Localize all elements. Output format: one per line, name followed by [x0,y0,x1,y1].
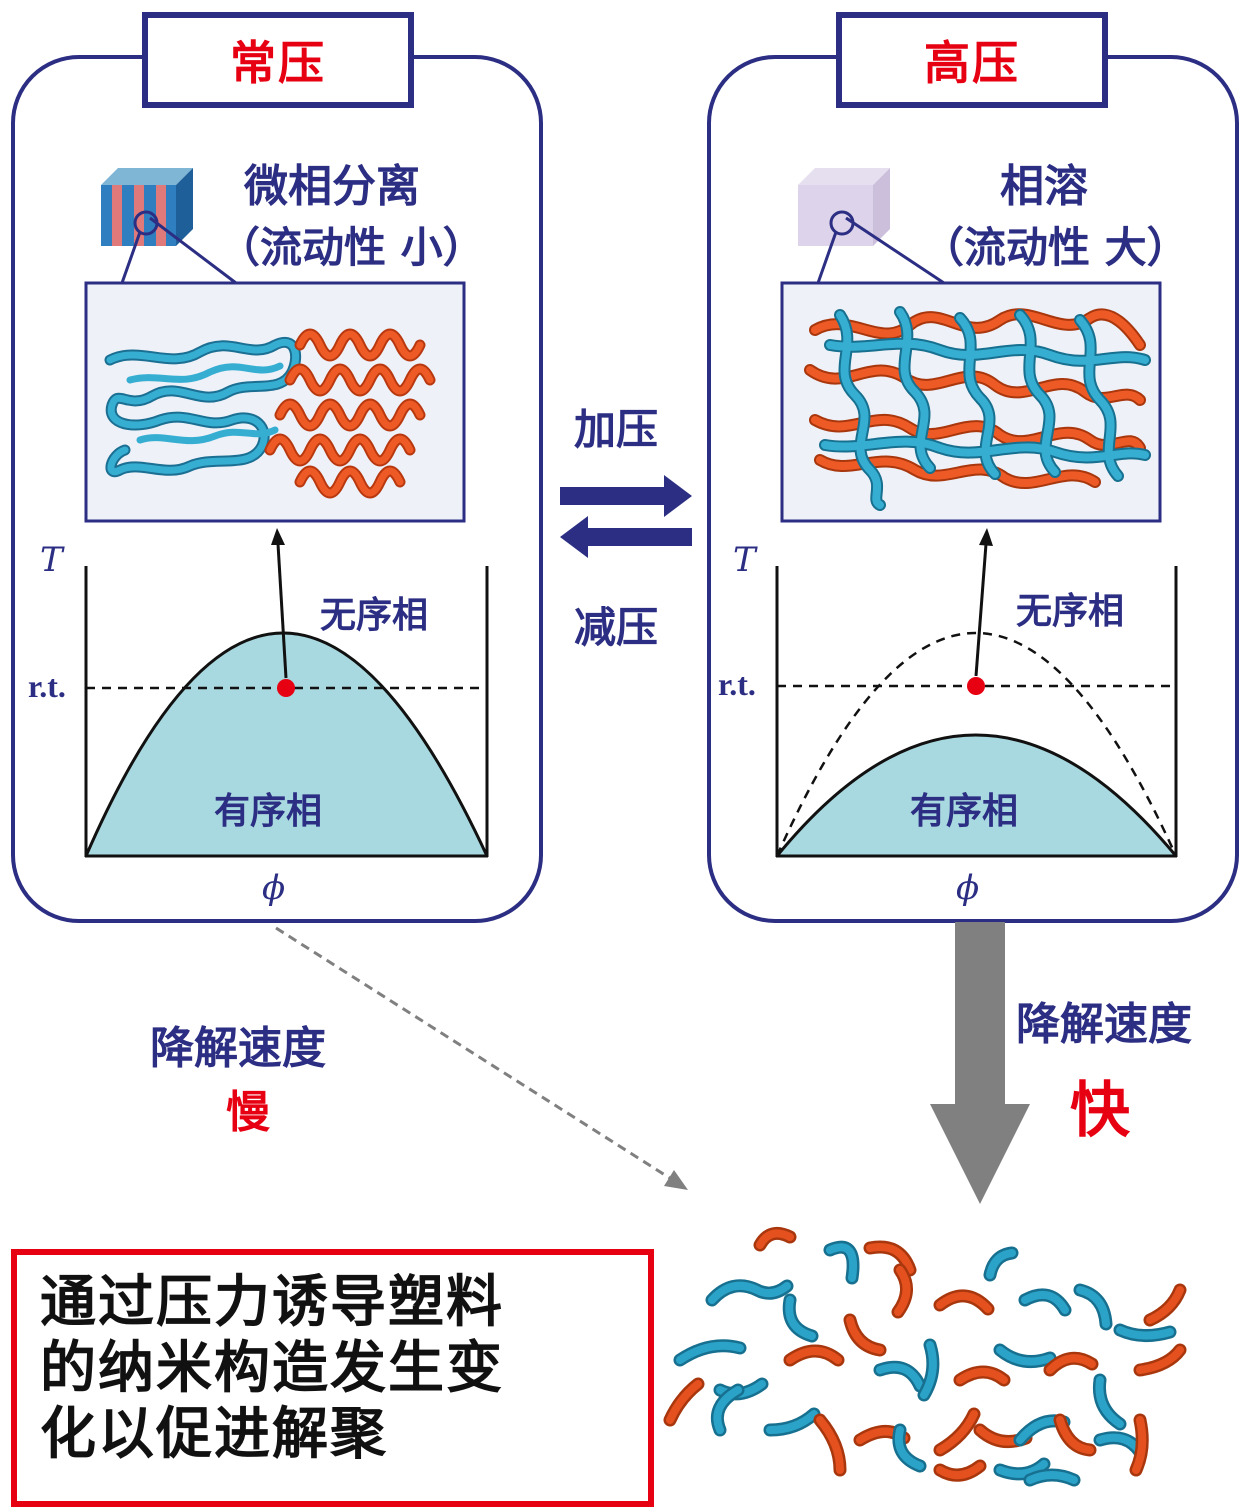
fragment-7-highlight [986,1249,1016,1279]
conclusion-line3: 化以促进解聚 [40,1402,388,1467]
fragment-18-highlight [956,1368,1008,1384]
fragment-11-highlight [1116,1326,1174,1340]
fragment-3-highlight [826,1243,857,1282]
right-disordered-label: 无序相 [1016,591,1125,632]
slow-degradation-value: 慢 [226,1087,270,1138]
right-axis-y-label: T [733,540,756,580]
fragment-10-highlight [1146,1286,1184,1324]
fast-degradation-label: 降解速度 [1016,999,1192,1050]
fragment-37-highlight [936,1462,984,1480]
fragment-16-highlight [876,1363,924,1390]
fragment-20-highlight [1046,1354,1096,1374]
conclusion-box [11,1249,654,1507]
fragment-24-highlight [713,1386,742,1434]
fragment-4-highlight [866,1243,914,1274]
fragment-23-highlight [666,1380,702,1424]
left-panel-title: 常压 [142,12,414,108]
left-state-line1: 微相分离 [244,161,420,212]
fragment-35-highlight [996,1460,1048,1478]
fragment-2-highlight [785,1296,816,1340]
left-disordered-label: 无序相 [320,595,429,636]
fragment-32-highlight [1056,1416,1094,1454]
depressurize-label: 减压 [574,603,659,652]
fragment-29-highlight [936,1410,978,1454]
fragment-25-highlight [766,1410,818,1434]
fragment-22-highlight [1136,1346,1184,1374]
fragment-9-highlight [1076,1286,1110,1328]
fragment-0-highlight [708,1281,791,1304]
fragment-15-highlight [846,1316,884,1354]
right-state-line1: 相溶 [1000,161,1088,212]
right-axis-x-label: ϕ [956,868,980,908]
right-rt-label: r.t. [718,666,756,702]
conclusion-line1: 通过压力诱导塑料 [40,1270,504,1335]
right-ordered-label: 有序相 [910,791,1019,832]
fragment-26-highlight [816,1416,844,1474]
fragment-36-highlight [1026,1471,1078,1484]
left-axis-y-label: T [40,540,63,580]
fragment-12-highlight [676,1341,744,1364]
pressurize-label: 加压 [574,405,659,454]
fragment-5-highlight [894,1266,911,1316]
fragment-14-highlight [786,1347,842,1364]
right-panel-title: 高压 [836,12,1108,108]
fragment-21-highlight [1095,1376,1124,1428]
left-state-line2: （流动性 小） [218,223,485,272]
fragment-19-highlight [996,1346,1054,1366]
fragment-6-highlight [936,1292,992,1313]
fragment-28-highlight [895,1426,924,1470]
left-axis-x-label: ϕ [262,868,286,908]
fragment-17-highlight [920,1341,937,1399]
slow-degradation-label: 降解速度 [150,1023,326,1074]
left-rt-label: r.t. [28,668,66,704]
right-state-line2: （流动性 大） [922,223,1189,272]
fragment-1-highlight [756,1229,794,1249]
fragment-8-highlight [1021,1290,1069,1314]
left-ordered-label: 有序相 [214,791,323,832]
conclusion-line2: 的纳米构造发生变 [40,1336,504,1401]
fast-degradation-value: 快 [1070,1076,1130,1146]
fragment-34-highlight [1132,1416,1147,1474]
